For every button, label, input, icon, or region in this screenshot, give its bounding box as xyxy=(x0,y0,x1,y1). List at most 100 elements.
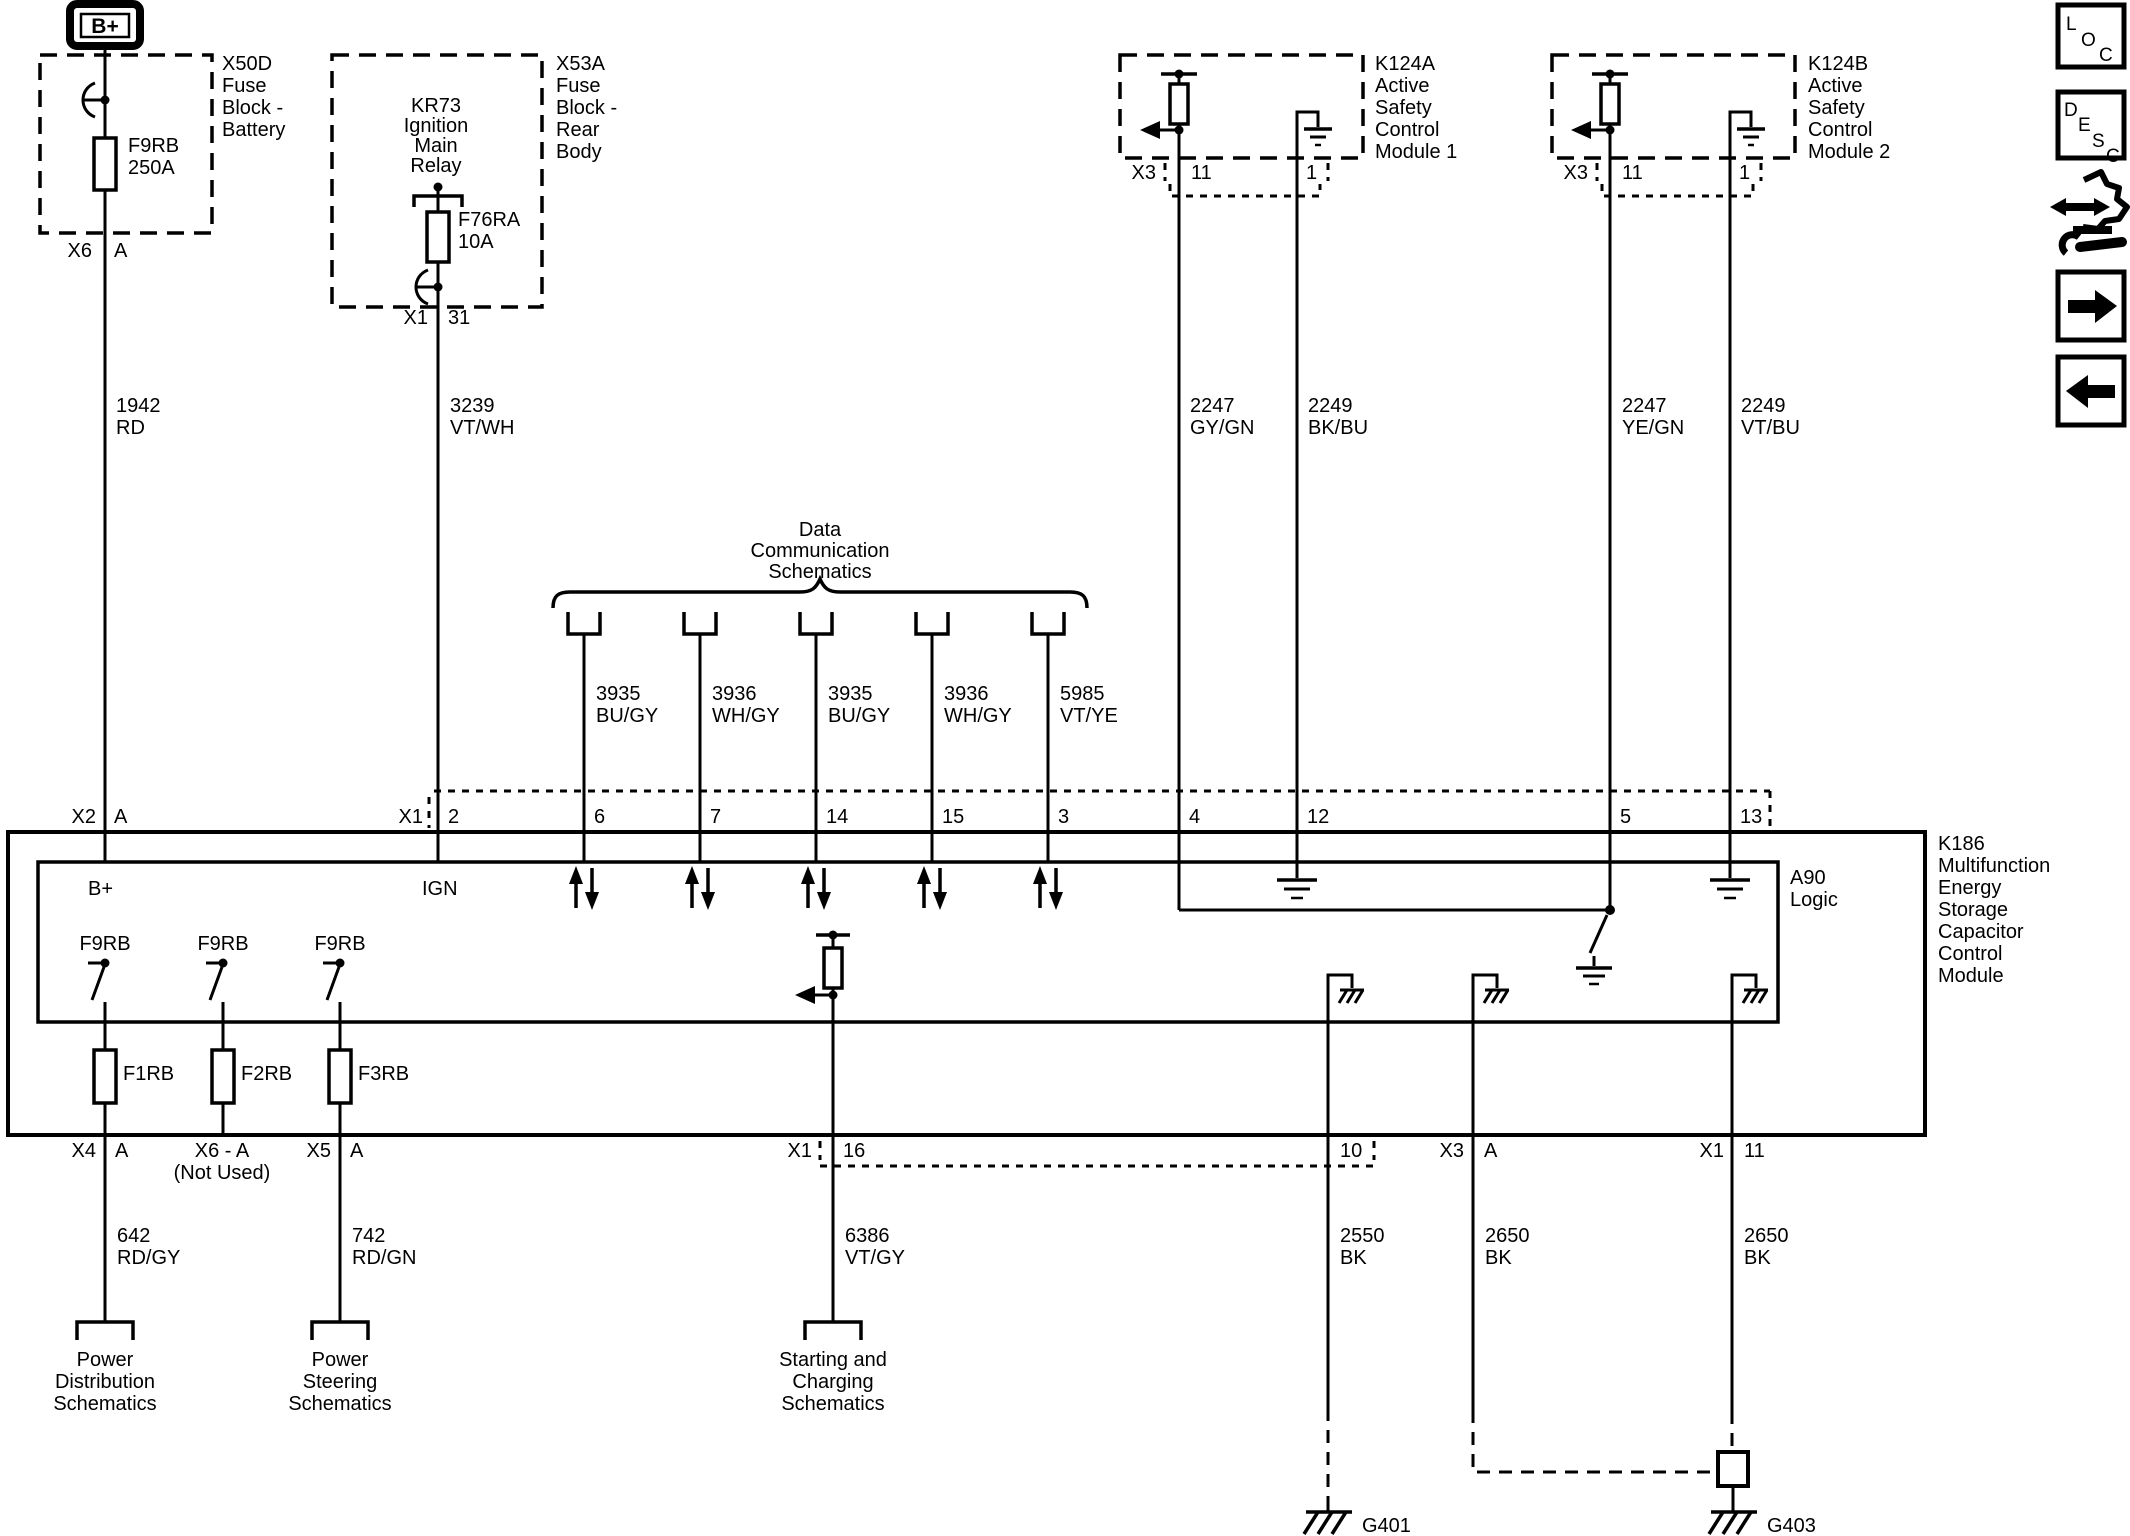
k124a-connector-outline xyxy=(1168,184,1322,198)
k124a-conn-label: X3 xyxy=(1132,162,1156,184)
ground-icon xyxy=(1576,966,1612,986)
fuse-icon-f2rb xyxy=(210,1048,236,1105)
svg-text:F9RB: F9RB xyxy=(314,933,365,955)
b-plus-label: B+ xyxy=(91,15,118,38)
svg-text:S: S xyxy=(2092,131,2105,152)
left-arrow-icon xyxy=(1140,121,1160,139)
offpage-connector-icon xyxy=(682,612,718,636)
x53a-conn-label: X1 xyxy=(404,307,428,329)
svg-text:L: L xyxy=(2066,14,2077,35)
k124b-pin11-label: 11 xyxy=(1622,162,1643,184)
x50d-pin-label: A xyxy=(114,240,128,262)
svg-text:F9RB: F9RB xyxy=(79,933,130,955)
left-arrow-icon xyxy=(1571,121,1591,139)
pin-12: 12 xyxy=(1307,806,1329,828)
pin-x5: X5 xyxy=(307,1140,331,1162)
sidebar-toolbar: L O C D E S C xyxy=(2050,2,2130,428)
fuse-icon-f9rb xyxy=(92,136,118,192)
pin-x1: X1 xyxy=(399,806,423,828)
k124a-pin11-label: 11 xyxy=(1191,162,1212,184)
pin-x6a: X6 - A xyxy=(195,1140,250,1162)
k124a-pin1-label: 1 xyxy=(1306,162,1317,184)
ground-icon xyxy=(1728,110,1765,158)
asm-signal-join xyxy=(1177,832,1615,986)
fuse-icon-f3rb xyxy=(327,1048,353,1105)
internal-switch-f9rb-1: F9RB F1RB xyxy=(79,933,174,1135)
svg-text:O: O xyxy=(2081,30,2096,51)
right-arrow-icon xyxy=(2068,300,2095,313)
internal-bplus-label: B+ xyxy=(88,878,113,900)
pin-x1-right: X1 xyxy=(1700,1140,1724,1162)
chassis-ground-hook-x1-11 xyxy=(1730,973,1769,1135)
k124b-conn-label: X3 xyxy=(1564,162,1588,184)
splice-box-icon xyxy=(1716,1450,1750,1488)
svg-text:E: E xyxy=(2078,115,2091,136)
x53a-pin-label: 31 xyxy=(448,307,470,329)
b-plus-terminal: B+ xyxy=(66,0,144,50)
offpage-connector-icon xyxy=(566,612,602,636)
pin-2: 2 xyxy=(448,806,459,828)
internal-switch-f9rb-3: F9RB F3RB xyxy=(314,933,409,1135)
pin-10: 10 xyxy=(1340,1140,1362,1162)
brace-icon xyxy=(551,574,1089,609)
data-arrows-icon xyxy=(569,866,1063,910)
pin-16: 16 xyxy=(843,1140,865,1162)
chassis-ground-hook-pin10 xyxy=(1326,973,1365,1135)
switch-blade-icon xyxy=(1588,914,1609,954)
pin-13: 13 xyxy=(1740,806,1762,828)
k186-outer-box xyxy=(6,830,1927,1137)
sensor-element-icon xyxy=(1140,69,1197,139)
pin-x4-a: A xyxy=(115,1140,129,1162)
x50d-box xyxy=(38,53,214,235)
offpage-connector-icon xyxy=(75,1320,135,1340)
pin-11-bottom: 11 xyxy=(1744,1140,1765,1162)
offpage-connector-icon xyxy=(310,1320,370,1340)
loc-button[interactable]: L O C xyxy=(2055,2,2127,70)
offpage-connector-icon xyxy=(798,612,834,636)
g401-chassis-ground-icon xyxy=(1302,1506,1352,1535)
pin-7: 7 xyxy=(710,806,721,828)
vehicle-wrench-icon[interactable] xyxy=(2050,169,2130,256)
next-button[interactable] xyxy=(2055,269,2127,343)
f2rb-label: F2RB xyxy=(241,1063,292,1085)
offpage-connector-icon xyxy=(914,612,950,636)
g401-label: G401 xyxy=(1362,1515,1411,1536)
f3rb-label: F3RB xyxy=(358,1063,409,1085)
a90-logic-box xyxy=(36,860,1780,1024)
desc-button[interactable]: D E S C xyxy=(2055,89,2127,167)
pin-x4: X4 xyxy=(72,1140,96,1162)
pin-x2-a: A xyxy=(114,806,128,828)
back-button[interactable] xyxy=(2055,354,2127,428)
k124a-box xyxy=(1118,53,1365,160)
internal-ign-label: IGN xyxy=(422,878,458,900)
pin-5: 5 xyxy=(1620,806,1631,828)
offpage-connector-icon xyxy=(803,1320,863,1340)
k124b-pin1-label: 1 xyxy=(1739,162,1750,184)
svg-text:C: C xyxy=(2099,45,2113,66)
pin-x3-bottom: X3 xyxy=(1440,1140,1464,1162)
